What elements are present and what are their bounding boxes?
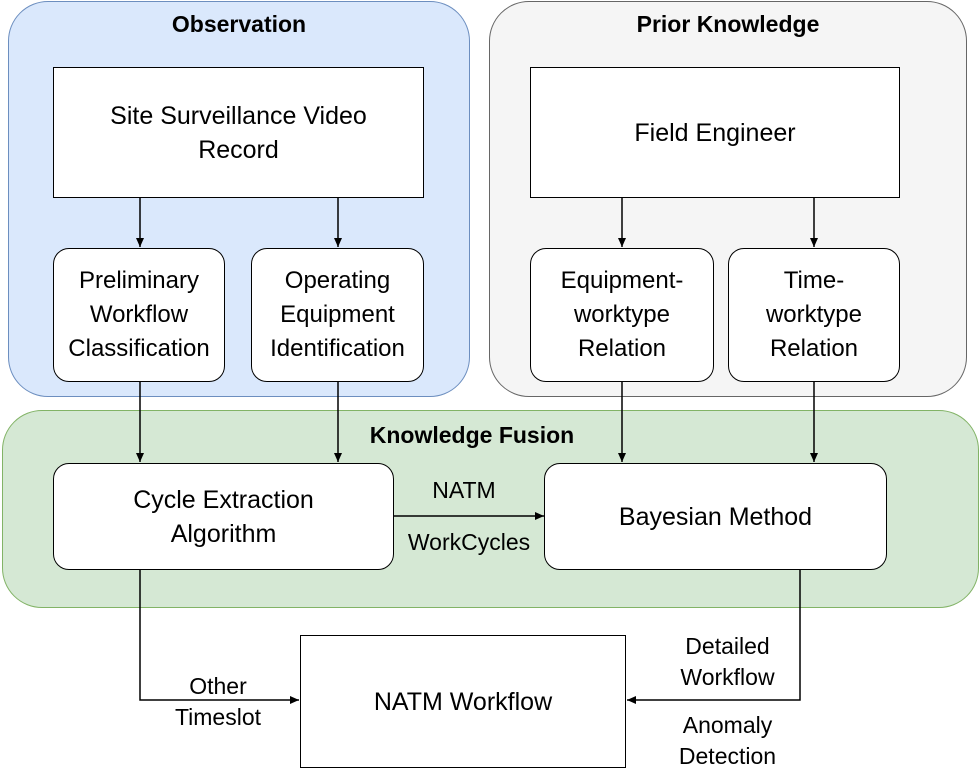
observation-title: Observation xyxy=(171,11,307,37)
field-engineer-node: Field Engineer xyxy=(530,67,900,198)
natm-workflow-node: NATM Workflow xyxy=(300,635,626,768)
time-worktype-label: Time- worktype Relation xyxy=(765,267,863,362)
bayesian-method-label: Bayesian Method xyxy=(618,502,813,531)
edge-label-other-timeslot: Other Timeslot xyxy=(174,673,262,730)
time-worktype-node: Time- worktype Relation xyxy=(728,248,900,382)
equipment-worktype-node: Equipment- worktype Relation xyxy=(530,248,714,382)
knowledge-fusion-title: Knowledge Fusion xyxy=(369,422,575,448)
edge-label-detailed-workflow: Detailed Workflow xyxy=(680,633,775,690)
edge-label-workcycles: WorkCycles xyxy=(407,529,531,555)
operating-equipment-node: Operating Equipment Identification xyxy=(251,248,424,382)
arrow-bayesian-to-workflow xyxy=(627,570,801,704)
cycle-extraction-node: Cycle Extraction Algorithm xyxy=(53,463,394,570)
cycle-extraction-label: Cycle Extraction Algorithm xyxy=(133,485,314,548)
edge-label-anomaly-detection: Anomaly Detection xyxy=(678,712,777,769)
equipment-worktype-label: Equipment- worktype Relation xyxy=(560,267,684,362)
arrow-cycle-to-workflow xyxy=(139,570,299,704)
preliminary-workflow-label: Preliminary Workflow Classification xyxy=(68,267,210,362)
site-surveillance-video-label: Site Surveillance Video Record xyxy=(110,101,367,164)
site-surveillance-video-node: Site Surveillance Video Record xyxy=(53,67,424,198)
edge-label-natm: NATM xyxy=(432,477,496,503)
preliminary-workflow-node: Preliminary Workflow Classification xyxy=(53,248,225,382)
bayesian-method-node: Bayesian Method xyxy=(544,463,887,570)
natm-workflow-label: NATM Workflow xyxy=(373,687,553,716)
prior-knowledge-title: Prior Knowledge xyxy=(636,11,820,37)
field-engineer-label: Field Engineer xyxy=(634,118,796,147)
operating-equipment-label: Operating Equipment Identification xyxy=(270,267,405,362)
